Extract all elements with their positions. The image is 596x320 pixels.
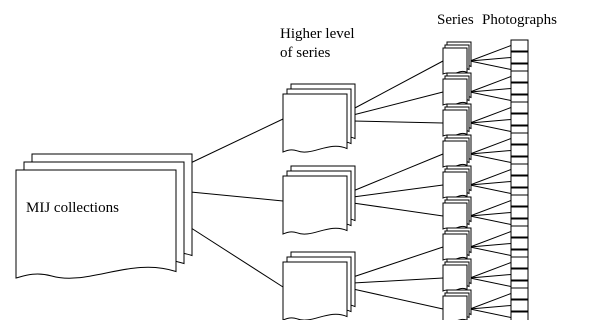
connector-series-to-photograph — [469, 88, 512, 93]
series-node — [442, 258, 472, 292]
photograph-box — [510, 287, 529, 300]
connector-higher-level-to-series — [352, 202, 444, 217]
document-sheet — [442, 171, 468, 199]
series-node — [442, 103, 472, 137]
photograph-box — [510, 144, 529, 157]
connector-series-to-photograph — [469, 150, 512, 155]
document-sheet — [442, 233, 468, 261]
connector-series-to-photograph — [469, 215, 512, 225]
connector-series-to-photograph — [469, 246, 512, 256]
diagram-nodes — [15, 39, 529, 320]
connector-series-to-photograph — [469, 212, 512, 217]
connector-higher-level-to-series — [352, 60, 444, 110]
document-sheet — [442, 47, 468, 75]
document-sheet — [282, 175, 348, 235]
mij-collections-node — [15, 153, 193, 279]
connector-series-to-photograph — [469, 169, 512, 186]
connector-series-to-photograph — [469, 107, 512, 124]
photograph-box — [510, 132, 529, 145]
photographs-header-label: Photographs — [482, 12, 557, 28]
document-sheet — [442, 109, 468, 137]
photograph-box — [510, 113, 529, 126]
connector-series-to-photograph — [469, 57, 512, 62]
series-node — [442, 72, 472, 106]
higher-level-series-node — [282, 83, 356, 153]
connector-series-to-photograph — [469, 138, 512, 155]
connector-root-to-higher-level — [179, 118, 284, 169]
photograph-box — [510, 175, 529, 188]
connector-root-to-higher-level — [187, 225, 284, 288]
connector-series-to-photograph — [469, 293, 512, 310]
connector-series-to-photograph — [469, 45, 512, 62]
connector-series-to-photograph — [469, 274, 512, 279]
photograph-box — [510, 256, 529, 269]
photograph-box — [510, 70, 529, 83]
photograph-box — [510, 101, 529, 114]
connector-series-to-photograph — [469, 119, 512, 124]
connector-series-to-photograph — [469, 184, 512, 194]
document-sheet — [442, 295, 468, 320]
photograph-box — [510, 163, 529, 176]
series-node — [442, 134, 472, 168]
connector-higher-level-to-series — [352, 288, 444, 310]
photograph-box — [510, 225, 529, 238]
photograph-box — [510, 299, 529, 312]
photograph-box — [510, 82, 529, 95]
connector-series-to-photograph — [469, 308, 512, 318]
connector-series-to-photograph — [469, 277, 512, 287]
higher-level-label-line2: of series — [280, 45, 331, 61]
connector-series-to-photograph — [469, 243, 512, 248]
document-sheet — [442, 140, 468, 168]
higher-level-series-node — [282, 165, 356, 235]
photograph-box — [510, 51, 529, 64]
document-sheet — [282, 261, 348, 320]
connector-series-to-photograph — [469, 76, 512, 93]
connector-series-to-photograph — [469, 91, 512, 101]
connector-higher-level-to-series — [352, 246, 444, 278]
connector-series-to-photograph — [469, 262, 512, 279]
connector-series-to-photograph — [469, 60, 512, 70]
connector-series-to-photograph — [469, 200, 512, 217]
connector-higher-level-to-series — [352, 277, 444, 284]
photograph-box — [510, 206, 529, 219]
photograph-box — [510, 39, 529, 52]
higher-level-label-line1: Higher level — [280, 26, 355, 42]
series-node — [442, 165, 472, 199]
document-sheet — [442, 78, 468, 106]
series-node — [442, 227, 472, 261]
photograph-box — [510, 237, 529, 250]
connector-lines — [169, 45, 512, 318]
mij-collections-label: MIJ collections — [26, 200, 119, 216]
connector-higher-level-to-series — [352, 91, 444, 116]
document-sheet — [442, 202, 468, 230]
document-sheet — [15, 169, 177, 279]
connector-higher-level-to-series — [352, 153, 444, 192]
connector-higher-level-to-series — [352, 120, 444, 124]
connector-series-to-photograph — [469, 305, 512, 310]
document-sheet — [282, 93, 348, 153]
document-sheet — [442, 264, 468, 292]
series-node — [442, 289, 472, 320]
photograph-box — [510, 311, 529, 320]
photograph-box — [510, 194, 529, 207]
connector-series-to-photograph — [469, 181, 512, 186]
connector-higher-level-to-series — [352, 184, 444, 198]
connector-series-to-photograph — [469, 122, 512, 132]
series-node — [442, 196, 472, 230]
photograph-box — [510, 268, 529, 281]
higher-level-series-node — [282, 251, 356, 320]
connector-series-to-photograph — [469, 231, 512, 248]
connector-series-to-photograph — [469, 153, 512, 163]
series-node — [442, 41, 472, 75]
series-header-label: Series — [437, 12, 474, 28]
